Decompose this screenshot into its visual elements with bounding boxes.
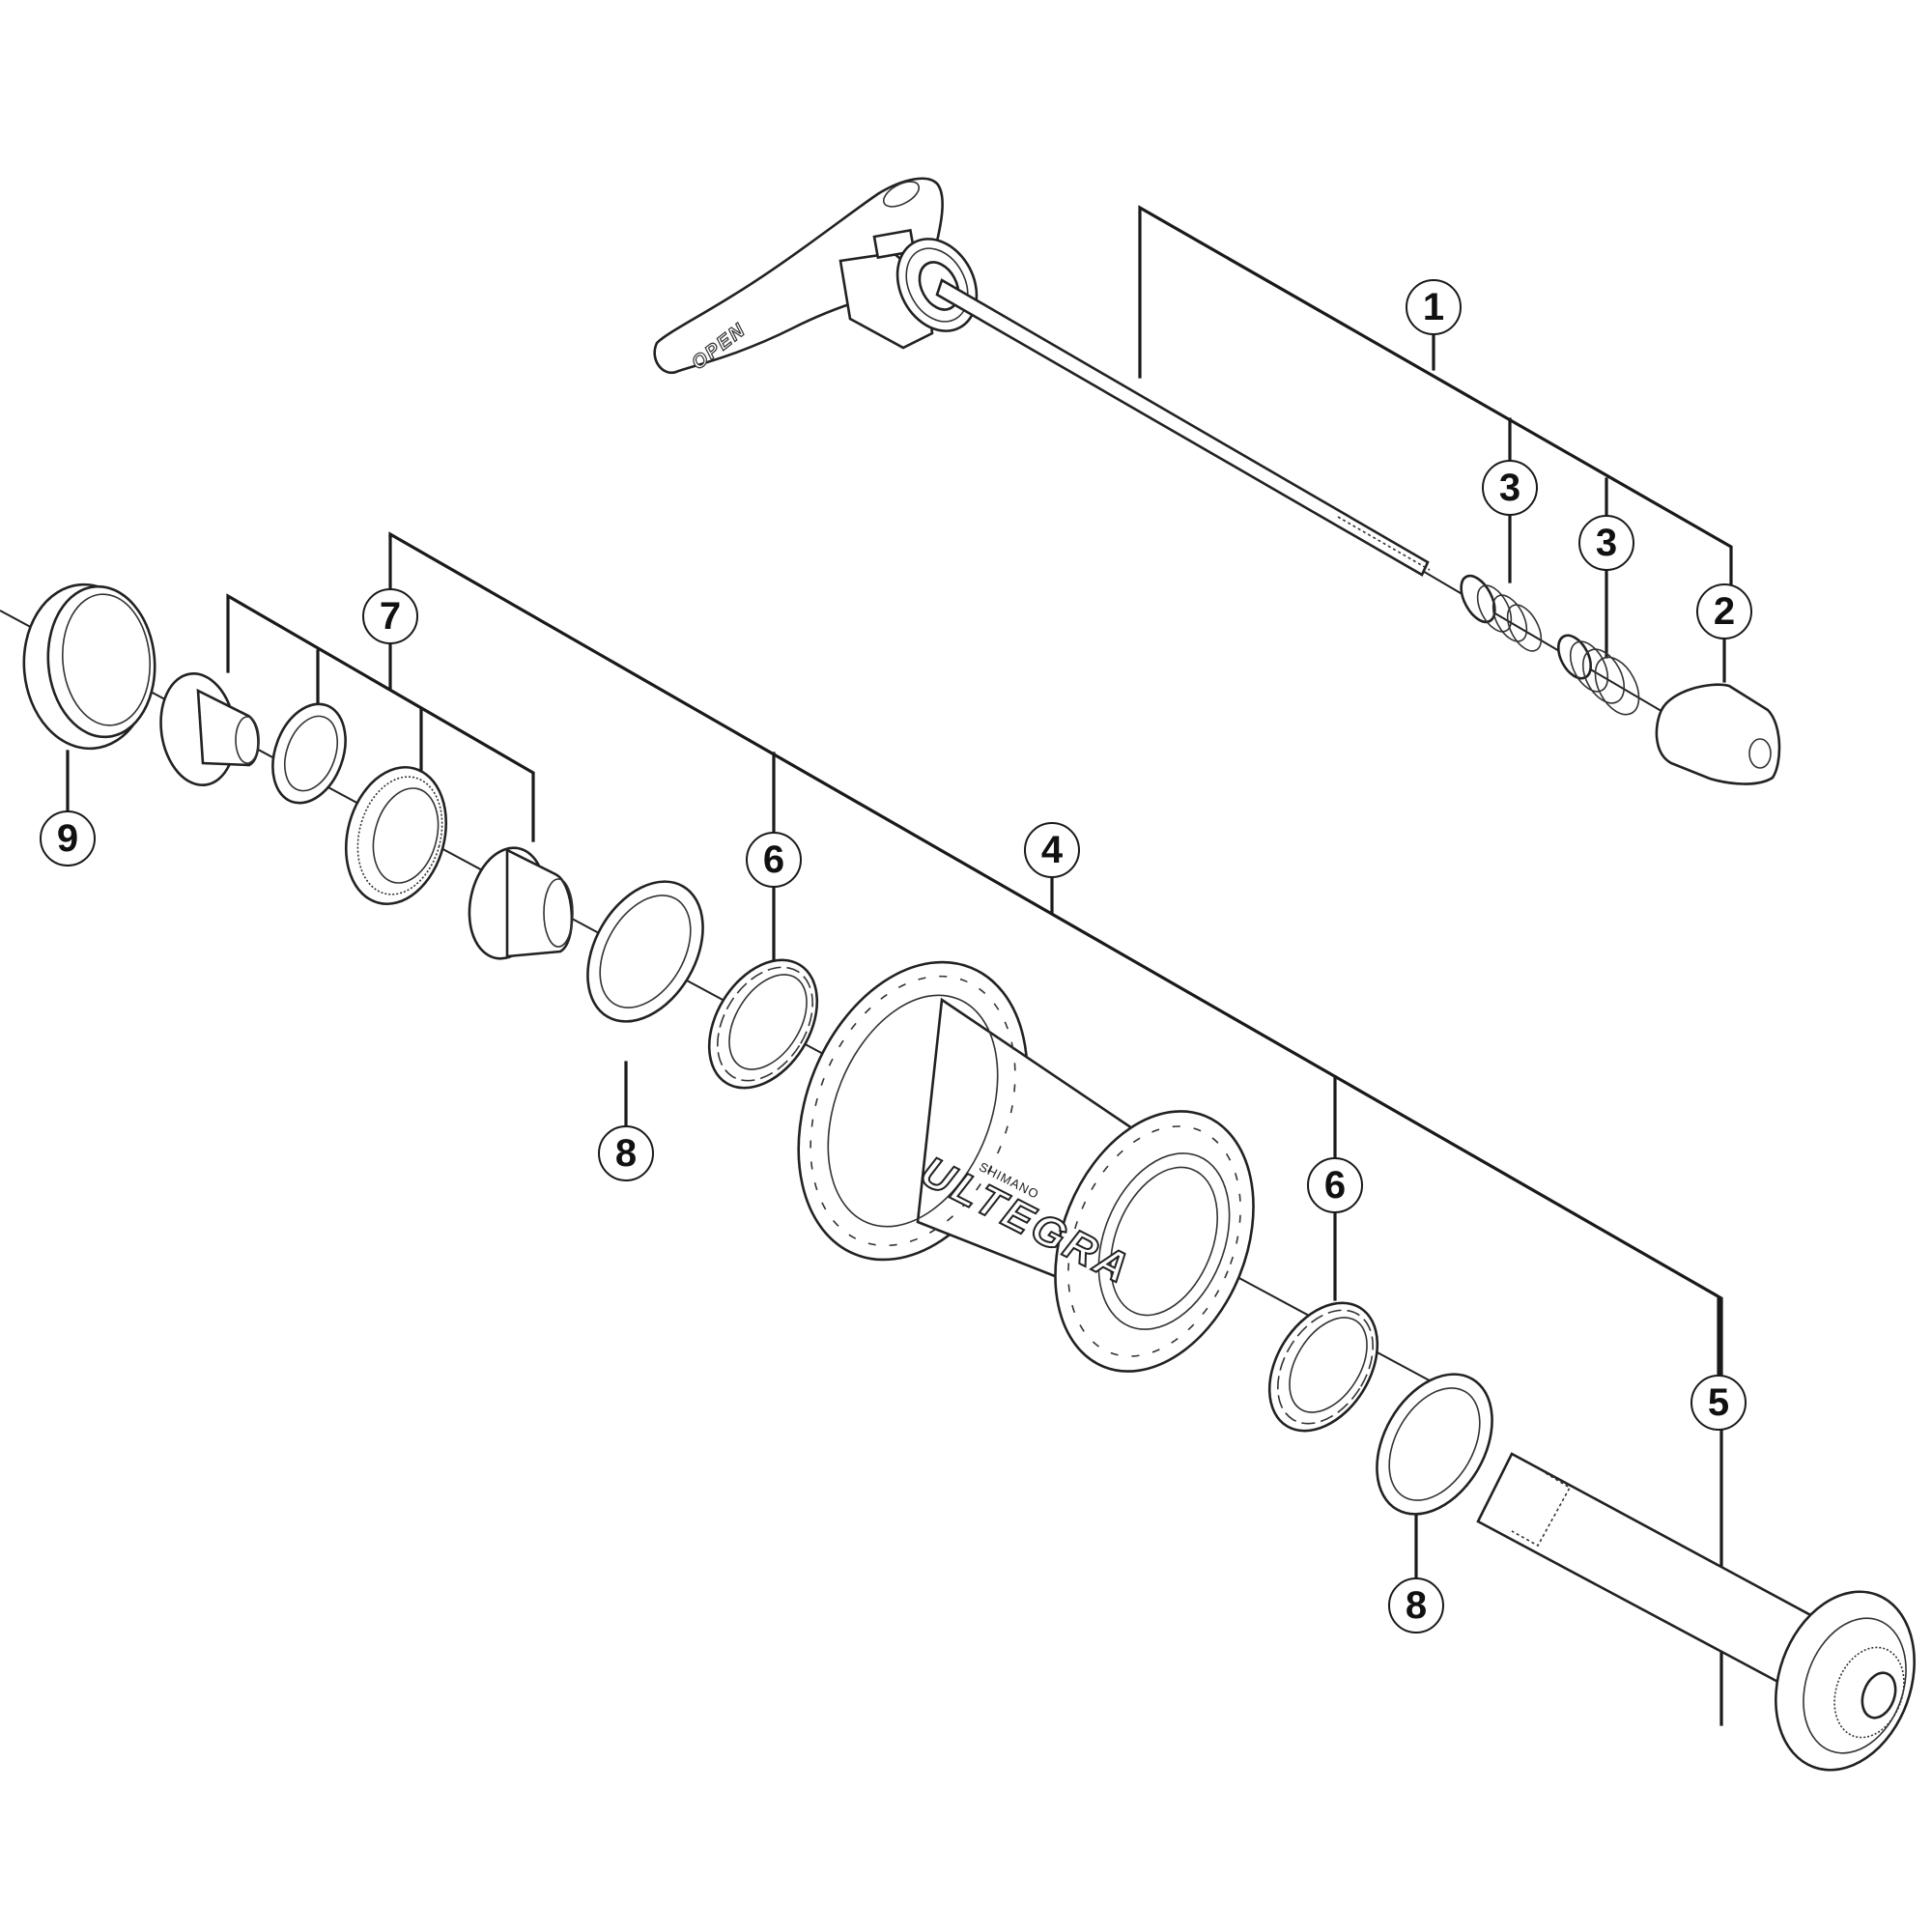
dust-cap-left [586, 880, 704, 1023]
quick-release-lever [653, 177, 979, 375]
lock-nut [159, 672, 260, 786]
callout-8-right[interactable]: 8 [1388, 1577, 1444, 1634]
lock-ring [22, 582, 156, 751]
skewer-nut [1655, 683, 1781, 785]
callout-3-right[interactable]: 3 [1578, 515, 1634, 571]
callout-2[interactable]: 2 [1696, 583, 1752, 639]
skewer-rod [935, 278, 1431, 577]
callout-1[interactable]: 1 [1406, 279, 1462, 335]
dust-cap-right [1376, 1373, 1493, 1516]
hub-shell [797, 960, 1255, 1373]
callout-4[interactable]: 4 [1024, 822, 1080, 878]
callout-5[interactable]: 5 [1690, 1375, 1747, 1431]
callout-6-right[interactable]: 6 [1307, 1157, 1363, 1213]
serrated-nut [344, 765, 448, 906]
callout-6-left[interactable]: 6 [746, 832, 802, 888]
callout-8-left[interactable]: 8 [598, 1125, 654, 1181]
bearing-left [707, 958, 819, 1090]
callout-3-left[interactable]: 3 [1482, 460, 1538, 516]
bearing-right [1267, 1301, 1379, 1433]
cone [468, 846, 574, 960]
washer [271, 702, 347, 805]
leader-lines [66, 205, 1733, 1726]
spring-right [1556, 634, 1640, 716]
spring-left [1460, 574, 1543, 652]
hub-axle [1476, 1452, 1916, 1772]
callout-7[interactable]: 7 [362, 588, 418, 644]
callout-9[interactable]: 9 [40, 810, 96, 867]
